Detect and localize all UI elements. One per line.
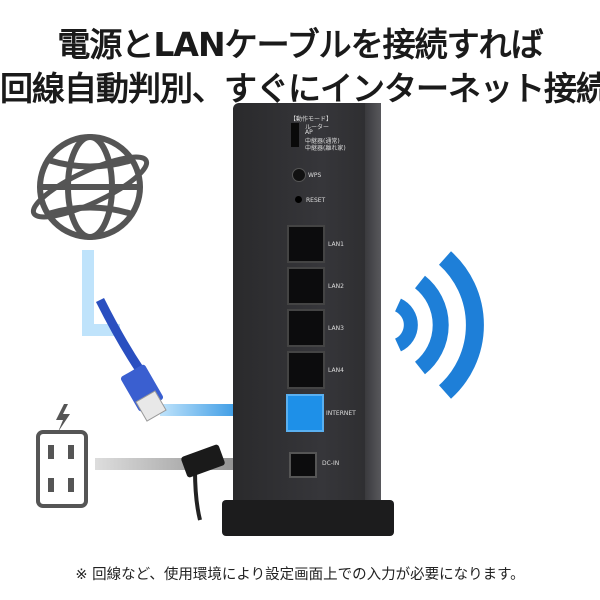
router-base (222, 500, 394, 536)
lan2-label: LAN2 (328, 283, 344, 290)
power-plug-icon (193, 469, 202, 521)
lan4-port[interactable] (287, 351, 325, 389)
arrow-icon (160, 404, 255, 416)
lan4-label: LAN4 (328, 367, 344, 374)
lan-cable-icon (95, 297, 144, 373)
mode-ap: AP (305, 129, 313, 136)
wifi-icon (394, 251, 484, 399)
headline-line1: 電源とLANケーブルを接続すれば (57, 25, 543, 64)
wps-label: WPS (308, 172, 322, 179)
globe-icon (30, 134, 150, 240)
footnote: ※ 回線など、使用環境により設定画面上での入力が必要になります。 (75, 567, 525, 583)
lan1-label: LAN1 (328, 241, 344, 248)
lan1-port[interactable] (287, 225, 325, 263)
wps-button[interactable] (292, 168, 306, 182)
dcin-label: DC-IN (322, 460, 340, 467)
headline-line2: 回線自動判別、すぐにインターネット接続 (0, 69, 600, 108)
lan3-port[interactable] (287, 309, 325, 347)
mode-repeater: 中継器(通常) (305, 138, 340, 145)
mode-title: 【動作モード】 (290, 116, 333, 123)
dcin-port[interactable] (289, 452, 317, 478)
lan2-port[interactable] (287, 267, 325, 305)
lan3-label: LAN3 (328, 325, 344, 332)
internet-label: INTERNET (326, 410, 356, 417)
power-arrow-line (95, 458, 255, 470)
reset-button[interactable] (295, 196, 302, 203)
mode-repeater-far: 中継器(離れ家) (305, 145, 346, 152)
router-side (365, 103, 381, 533)
reset-label: RESET (306, 197, 326, 204)
link-line (82, 250, 120, 336)
mode-router: ルーター (305, 124, 330, 131)
internet-port[interactable] (286, 394, 324, 432)
mode-switch[interactable] (291, 123, 299, 147)
power-outlet-icon (36, 404, 88, 508)
